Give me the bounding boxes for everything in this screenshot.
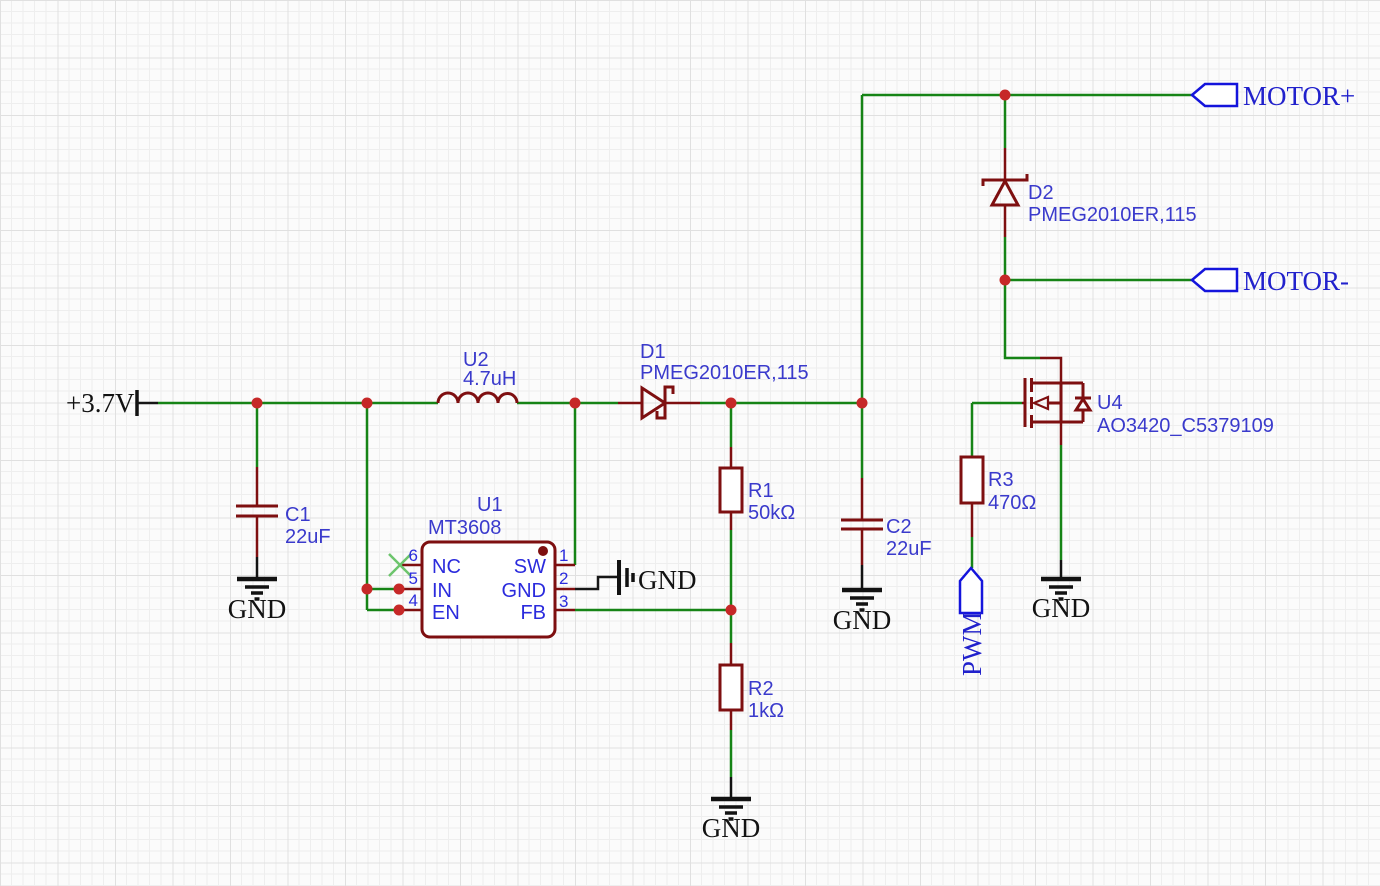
gnd-label-u4: GND xyxy=(1032,593,1091,623)
net-flag-motor-minus[interactable]: MOTOR- xyxy=(1190,266,1349,296)
u1-pin-name-in: IN xyxy=(432,580,452,602)
motor-minus-label[interactable]: MOTOR- xyxy=(1243,266,1349,296)
u1-ref-label[interactable]: U1 xyxy=(477,494,503,516)
u1-value-label[interactable]: MT3608 xyxy=(428,517,501,539)
c1-value-label[interactable]: 22uF xyxy=(285,526,331,548)
pwm-flag-shape[interactable] xyxy=(958,566,984,615)
r1-ref-label[interactable]: R1 xyxy=(748,480,774,502)
c1-ref-label[interactable]: C1 xyxy=(285,504,311,526)
diode-d2[interactable]: D2 PMEG2010ER,115 xyxy=(981,148,1197,237)
resistor-r1[interactable]: R1 50kΩ xyxy=(718,447,795,530)
gnd-label-r2: GND xyxy=(702,813,761,843)
r2-ref-label[interactable]: R2 xyxy=(748,678,774,700)
motor-plus-label[interactable]: MOTOR+ xyxy=(1243,81,1355,111)
u1-pin2-number: 2 xyxy=(559,569,568,588)
inductor-u2[interactable]: U2 4.7uH xyxy=(436,349,519,404)
c2-ref-label[interactable]: C2 xyxy=(886,516,912,538)
u1-pin1-dot xyxy=(538,546,548,556)
u1-pin-name-en: EN xyxy=(432,602,460,624)
u1-pin-name-nc: NC xyxy=(432,556,461,578)
wires[interactable] xyxy=(158,93,1192,777)
u4-ref-label[interactable]: U4 xyxy=(1097,392,1123,414)
c2-value-label[interactable]: 22uF xyxy=(886,538,932,560)
junction-dot xyxy=(361,397,373,409)
d1-ref-label[interactable]: D1 xyxy=(640,341,666,363)
u1-pin3-number: 3 xyxy=(559,592,568,611)
diode-d1[interactable]: D1 PMEG2010ER,115 xyxy=(618,341,809,421)
d1-value-label[interactable]: PMEG2010ER,115 xyxy=(640,362,809,384)
junction-dot xyxy=(856,397,868,409)
net-flag-motor-plus[interactable]: MOTOR+ xyxy=(1190,81,1355,111)
u1-pin6-number: 6 xyxy=(409,546,418,565)
pwm-label[interactable]: PWM xyxy=(957,611,987,676)
ic-u1[interactable]: U1 MT3608 6 5 4 1 2 3 NC IN EN SW GND FB xyxy=(388,494,575,639)
net-flag-pwm[interactable]: PWM xyxy=(957,566,987,676)
d2-ref-label[interactable]: D2 xyxy=(1028,182,1054,204)
u1-pin4-number: 4 xyxy=(409,591,418,610)
nc-cross-icon xyxy=(388,553,412,577)
junction-dot xyxy=(999,89,1011,101)
r3-body[interactable] xyxy=(959,455,985,505)
gnd-symbol-c1[interactable]: GND xyxy=(228,557,287,624)
power-net-flag[interactable]: +3.7V xyxy=(66,388,158,418)
junction-dot xyxy=(393,604,405,616)
capacitor-c2[interactable]: C2 22uF xyxy=(841,478,932,565)
r2-value-label[interactable]: 1kΩ xyxy=(748,700,784,722)
mosfet-u4[interactable]: U4 AO3420_C5379109 xyxy=(1022,356,1274,445)
motor-minus-flag-shape[interactable] xyxy=(1190,267,1239,293)
gnd-label-c1: GND xyxy=(228,594,287,624)
junction-dot xyxy=(725,397,737,409)
r2-body[interactable] xyxy=(718,663,744,712)
junction-dot xyxy=(725,604,737,616)
gnd-symbol-r2[interactable]: GND xyxy=(702,777,761,843)
u1-pin1-number: 1 xyxy=(559,546,568,565)
u1-pin-name-sw: SW xyxy=(514,556,546,578)
u2-value-label[interactable]: 4.7uH xyxy=(463,368,516,390)
gnd-net-flag-pin2[interactable]: GND xyxy=(575,560,697,595)
capacitor-c1[interactable]: C1 22uF xyxy=(236,467,331,557)
u1-pin-name-gnd: GND xyxy=(502,580,546,602)
gnd-label-c2: GND xyxy=(833,605,892,635)
u2-ref-label[interactable]: U2 xyxy=(463,349,489,371)
junction-dots xyxy=(251,89,1011,616)
u4-value-label[interactable]: AO3420_C5379109 xyxy=(1097,415,1274,437)
gnd-label-pin2: GND xyxy=(638,565,697,595)
d2-value-label[interactable]: PMEG2010ER,115 xyxy=(1028,204,1197,226)
junction-dot xyxy=(569,397,581,409)
power-net-label[interactable]: +3.7V xyxy=(66,388,135,418)
resistor-r3[interactable]: R3 470Ω xyxy=(959,455,1036,537)
gnd-symbol-c2[interactable]: GND xyxy=(833,565,892,635)
r3-value-label[interactable]: 470Ω xyxy=(988,492,1036,514)
junction-dot xyxy=(361,583,373,595)
r1-value-label[interactable]: 50kΩ xyxy=(748,502,795,524)
r1-body[interactable] xyxy=(718,466,744,514)
resistor-r2[interactable]: R2 1kΩ xyxy=(718,643,784,730)
u4-arrow xyxy=(1031,395,1050,411)
r3-ref-label[interactable]: R3 xyxy=(988,469,1014,491)
u1-body[interactable] xyxy=(420,540,557,639)
junction-dot xyxy=(393,583,405,595)
u1-pin-name-fb: FB xyxy=(520,602,546,624)
junction-dot xyxy=(251,397,263,409)
junction-dot xyxy=(999,274,1011,286)
u1-pin5-number: 5 xyxy=(409,569,418,588)
gnd-symbol-u4[interactable]: GND xyxy=(1032,560,1091,623)
motor-plus-flag-shape[interactable] xyxy=(1190,82,1239,108)
